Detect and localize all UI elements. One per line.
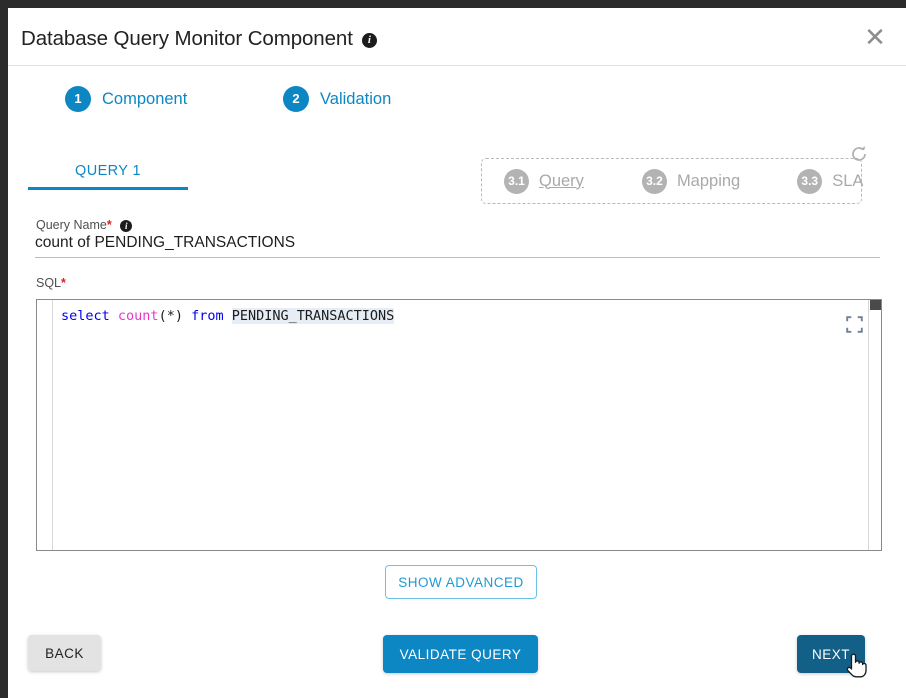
sql-token-keyword: select xyxy=(61,308,110,324)
sql-code-content[interactable]: select count(*) from PENDING_TRANSACTION… xyxy=(61,307,395,326)
step-number-badge: 1 xyxy=(65,86,91,112)
sql-label: SQL* xyxy=(36,276,66,290)
step-number-badge: 2 xyxy=(283,86,309,112)
substep-number-badge: 3.2 xyxy=(641,168,667,194)
substep-group: 3.1 Query 3.2 Mapping 3.3 SLA xyxy=(481,146,866,204)
close-icon[interactable]: ✕ xyxy=(864,23,886,53)
wizard-stepper: 1 Component 2 Validation 3.1 Query 3.2 M… xyxy=(8,66,906,204)
sql-label-text: SQL xyxy=(36,276,62,290)
database-query-monitor-dialog: Database Query Monitor Component i ✕ 1 Co… xyxy=(8,8,906,698)
substep-query[interactable]: 3.1 Query xyxy=(504,168,584,194)
step-component[interactable]: 1 Component xyxy=(65,86,187,112)
query-name-input[interactable] xyxy=(35,232,880,258)
substep-number-badge: 3.3 xyxy=(797,168,823,194)
query-name-label: Query Name* i xyxy=(36,218,133,232)
show-advanced-button[interactable]: SHOW ADVANCED xyxy=(385,565,537,599)
page-title: Database Query Monitor Component i xyxy=(21,27,377,51)
sql-editor-scrollbar-thumb[interactable] xyxy=(870,300,881,310)
sql-token-space xyxy=(183,308,191,324)
sql-token-function: count xyxy=(117,308,159,324)
sql-token-keyword: from xyxy=(191,308,224,324)
query-name-info-icon[interactable]: i xyxy=(120,220,133,232)
sql-editor[interactable]: select count(*) from PENDING_TRANSACTION… xyxy=(36,299,882,551)
tab-query-1[interactable]: QUERY 1 xyxy=(75,162,141,179)
step-validation[interactable]: 2 Validation xyxy=(283,86,391,112)
substep-label: SLA xyxy=(832,171,864,190)
substep-label: Query xyxy=(539,171,584,190)
next-button[interactable]: NEXT xyxy=(797,635,865,673)
refresh-icon[interactable] xyxy=(849,144,869,164)
query-tab-bar: QUERY 1 xyxy=(28,154,188,190)
sql-token-space xyxy=(224,308,232,324)
substep-number-badge: 3.1 xyxy=(504,168,529,194)
query-name-label-text: Query Name xyxy=(36,218,107,232)
sql-token-table: PENDING_TRANSACTIONS xyxy=(231,308,395,324)
substep-label: Mapping xyxy=(676,171,741,190)
substep-mapping[interactable]: 3.2 Mapping xyxy=(641,168,741,194)
sql-editor-scrollbar[interactable] xyxy=(868,300,881,550)
step-label: Component xyxy=(102,89,188,108)
fullscreen-expand-icon[interactable] xyxy=(846,316,863,333)
step-label: Validation xyxy=(320,89,392,108)
dialog-footer: BACK VALIDATE QUERY NEXT xyxy=(8,618,906,698)
sql-editor-gutter xyxy=(37,300,53,550)
required-marker: * xyxy=(106,218,112,232)
dialog-title-text: Database Query Monitor Component xyxy=(21,27,353,50)
back-button[interactable]: BACK xyxy=(28,635,101,671)
sql-token-space xyxy=(110,308,118,324)
required-marker: * xyxy=(61,276,66,290)
sql-token-punct: (*) xyxy=(158,308,183,324)
title-info-icon[interactable]: i xyxy=(361,33,377,48)
substep-sla[interactable]: 3.3 SLA xyxy=(797,168,864,194)
validate-query-button[interactable]: VALIDATE QUERY xyxy=(383,635,538,673)
dialog-header: Database Query Monitor Component i ✕ xyxy=(8,8,906,66)
